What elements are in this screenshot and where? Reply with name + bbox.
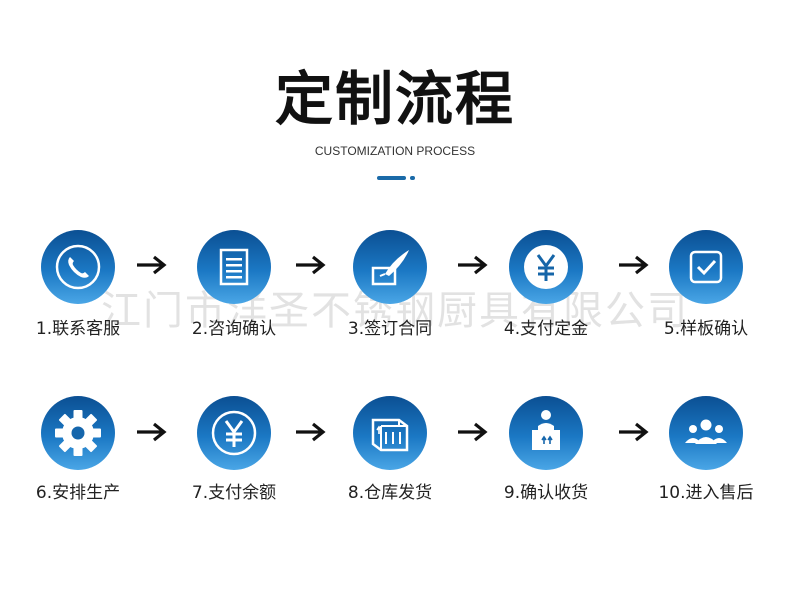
divider-bar [377, 176, 406, 180]
page-subtitle: CUSTOMIZATION PROCESS [314, 144, 476, 158]
gear-icon [41, 396, 115, 470]
yen-coin-icon [197, 396, 271, 470]
arrow-right-icon [456, 254, 490, 276]
step-label: 8.仓库发货 [347, 483, 433, 503]
step-label: 3.签订合同 [347, 319, 433, 339]
page-title: 定制流程 [274, 65, 515, 133]
arrow-right-icon [294, 421, 328, 443]
step-label: 7.支付余额 [191, 483, 277, 503]
phone-icon [41, 230, 115, 304]
arrow-right-icon [617, 421, 651, 443]
arrow-right-icon [294, 254, 328, 276]
arrow-right-icon [456, 421, 490, 443]
step-label: 9.确认收货 [503, 483, 589, 503]
quill-contract-icon [353, 230, 427, 304]
step-label: 4.支付定金 [503, 319, 589, 339]
team-icon [669, 396, 743, 470]
arrow-right-icon [617, 254, 651, 276]
title-divider [377, 176, 417, 180]
arrow-right-icon [135, 254, 169, 276]
step-label: 6.安排生产 [35, 483, 121, 503]
step-label: 10.进入售后 [658, 483, 754, 503]
divider-dot [410, 176, 415, 180]
yen-coin-icon [509, 230, 583, 304]
warehouse-icon [353, 396, 427, 470]
checkbox-icon [669, 230, 743, 304]
step-label: 2.咨询确认 [191, 319, 277, 339]
document-icon [197, 230, 271, 304]
step-label: 1.联系客服 [35, 319, 121, 339]
step-label: 5.样板确认 [663, 319, 749, 339]
delivery-box-icon [509, 396, 583, 470]
arrow-right-icon [135, 421, 169, 443]
